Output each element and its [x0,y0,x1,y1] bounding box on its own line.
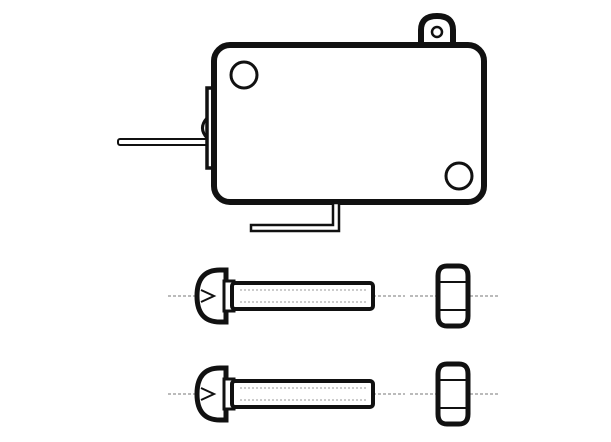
nut-body [435,263,471,329]
screw-head [194,267,229,325]
switch-mount-hole-top-left [229,60,259,90]
screw-shank [230,379,375,409]
switch-top-tab-hole [430,25,444,39]
hex-nut-2 [410,361,500,427]
hex-nut-1 [410,263,500,329]
switch-bottom-terminal [249,201,341,233]
microswitch [117,12,487,233]
pan-head-screw-1 [168,267,405,325]
screw-head-slot [200,289,217,303]
switch-mount-hole-bottom-right [444,161,474,191]
nut-body [435,361,471,427]
switch-lever-arm [117,138,209,146]
screw-head [194,365,229,423]
screw-head-slot [200,387,217,401]
switch-housing [211,42,487,205]
screw-shank [230,281,375,311]
switch-plunger [201,116,209,140]
pan-head-screw-2 [168,365,405,423]
